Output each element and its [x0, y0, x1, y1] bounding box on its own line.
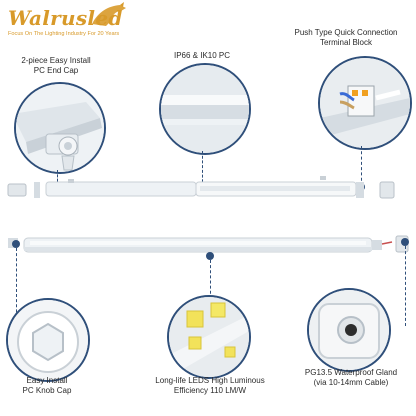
- housing-connector: [202, 151, 203, 187]
- gland-text: PG13.5 Waterproof Gland (via 10-14mm Cab…: [304, 368, 398, 387]
- terminal-text: Push Type Quick Connection Terminal Bloc…: [294, 28, 398, 47]
- gland-connector: [405, 246, 406, 326]
- knob-cap-text: Easy Install PC Knob Cap: [22, 376, 72, 395]
- terminal-detail: [318, 56, 412, 150]
- housing-detail: [159, 63, 251, 155]
- fixture-assembled: [8, 235, 409, 253]
- end-cap-label: 2-piece Easy Install PC End Cap: [4, 56, 108, 76]
- fixture-exploded: [7, 176, 395, 199]
- knob-cap-detail: [6, 298, 90, 382]
- gland-label: PG13.5 Waterproof Gland (via 10-14mm Cab…: [290, 368, 412, 388]
- horse-icon: [92, 2, 126, 26]
- leds-label: Long-life LEDS High Luminous Efficiency …: [140, 376, 280, 396]
- terminal-illustration: [320, 58, 410, 148]
- knob-cap-label: Easy Install PC Knob Cap: [4, 376, 90, 396]
- gland-dot: [401, 238, 409, 246]
- ip-rating-label: IP66 & IK10 PC: [150, 51, 254, 61]
- terminal-connector: [361, 146, 362, 186]
- terminal-label: Push Type Quick Connection Terminal Bloc…: [280, 28, 412, 48]
- housing-illustration: [161, 65, 249, 153]
- leds-connector: [210, 260, 211, 304]
- end-cap-text: 2-piece Easy Install PC End Cap: [21, 56, 91, 75]
- leds-dot: [206, 252, 214, 260]
- brand-logo: Walrusled Focus On The Lighting Industry…: [4, 2, 144, 42]
- leds-detail: [167, 295, 251, 379]
- leds-illustration: [169, 297, 249, 377]
- knob-cap-illustration: [8, 300, 88, 380]
- leds-text: Long-life LEDS High Luminous Efficiency …: [155, 376, 265, 395]
- end-cap-illustration: [16, 84, 104, 172]
- end-cap-detail: [14, 82, 106, 174]
- gland-illustration: [309, 290, 389, 370]
- gland-detail: [307, 288, 391, 372]
- knob-cap-dot: [12, 240, 20, 248]
- knob-cap-connector: [16, 248, 17, 338]
- brand-tagline: Focus On The Lighting Industry For 20 Ye…: [8, 31, 120, 37]
- ip-rating-text: IP66 & IK10 PC: [173, 51, 231, 60]
- end-cap-connector: [57, 170, 58, 186]
